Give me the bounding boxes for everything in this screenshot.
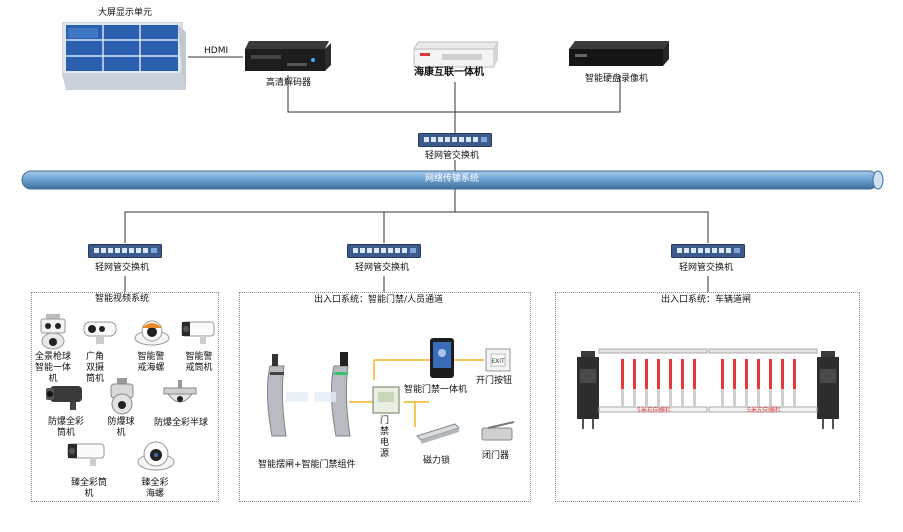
branch-bus — [124, 211, 709, 243]
camera-label-8: 臻全彩筒机 — [70, 478, 107, 499]
bullet-camera-icon — [178, 318, 218, 348]
turret-camera-icon — [133, 318, 171, 348]
camera-label-9: 臻全彩海螺 — [141, 478, 169, 499]
svg-text:EXIT: EXIT — [491, 358, 505, 365]
network-bus-label: 网络传输系统 — [425, 174, 480, 184]
access-wiring — [349, 359, 484, 427]
camera-label-6: 防爆球机 — [107, 417, 135, 438]
vehicle-panel-title: 出入口系统：车辆道闸 — [661, 295, 752, 305]
exit-button-icon: EXIT — [485, 348, 511, 372]
core-switch-label: 轻网管交换机 — [425, 151, 480, 161]
barrier-right-text: 5米左向栅栏 — [747, 407, 781, 414]
switch-left-label: 轻网管交换机 — [95, 263, 150, 273]
video-wall-icon — [61, 21, 186, 92]
camera-label-7: 防爆全彩半球 — [153, 418, 208, 428]
video-panel-title: 智能视频系统 — [95, 294, 150, 304]
nvr-label: 智能硬盘录像机 — [585, 74, 649, 84]
switch-right-icon — [671, 243, 745, 258]
door-closer-icon — [478, 420, 518, 444]
panoramic-gun-dome-camera-icon — [38, 314, 68, 350]
switch-mid-label: 轻网管交换机 — [355, 263, 410, 273]
camera-label-3: 智能警戒海螺 — [137, 352, 165, 373]
decoder-label: 高清解码器 — [266, 78, 312, 88]
explosion-proof-bullet-icon — [44, 380, 88, 412]
core-switch-icon — [418, 132, 492, 147]
camera-label-1: 全景枪球智能一体机 — [34, 352, 71, 384]
top-devices-bus — [287, 75, 621, 113]
switch-mid-icon — [347, 243, 421, 258]
access-panel-title: 出入口系统：智能门禁/人员通道 — [314, 295, 444, 305]
all-in-one-server-icon — [412, 40, 500, 70]
barrier-left-text: 5米右向栅栏 — [637, 407, 671, 414]
door-power-label: 门禁电源 — [380, 416, 390, 459]
door-power-supply-icon — [372, 386, 400, 414]
camera-label-2: 广角双摄筒机 — [85, 352, 104, 384]
camera-label-4: 智能警戒筒机 — [185, 352, 213, 373]
switch-left-icon — [88, 243, 162, 258]
full-color-bullet-icon — [64, 440, 108, 470]
vehicle-barrier-gate-icon — [575, 347, 841, 429]
explosion-proof-dome-icon — [105, 378, 139, 416]
decoder-icon — [243, 39, 333, 75]
exit-button-label: 开门按钮 — [476, 376, 513, 386]
access-terminal-label: 智能门禁一体机 — [404, 385, 468, 395]
camera-label-5: 防爆全彩筒机 — [47, 417, 84, 438]
video-wall-label: 大屏显示单元 — [98, 8, 153, 18]
full-color-turret-icon — [136, 438, 176, 474]
mag-lock-label: 磁力锁 — [423, 456, 451, 466]
hik-all-in-one-label: 海康互联一体机 — [414, 67, 484, 78]
nvr-icon — [567, 39, 671, 69]
magnetic-lock-icon — [415, 420, 461, 444]
dual-lens-bullet-camera-icon — [80, 318, 120, 348]
door-closer-label: 闭门器 — [482, 451, 510, 461]
network-bus-pipe — [18, 170, 886, 190]
switch-right-label: 轻网管交换机 — [679, 263, 734, 273]
turnstile-label: 智能摆闸+智能门禁组件 — [258, 460, 356, 470]
hdmi-label: HDMI — [204, 46, 229, 56]
explosion-proof-hemisphere-icon — [160, 380, 200, 410]
access-terminal-icon — [429, 337, 455, 379]
swing-gate-icon — [262, 352, 358, 438]
vehicle-barrier-panel — [555, 292, 860, 502]
